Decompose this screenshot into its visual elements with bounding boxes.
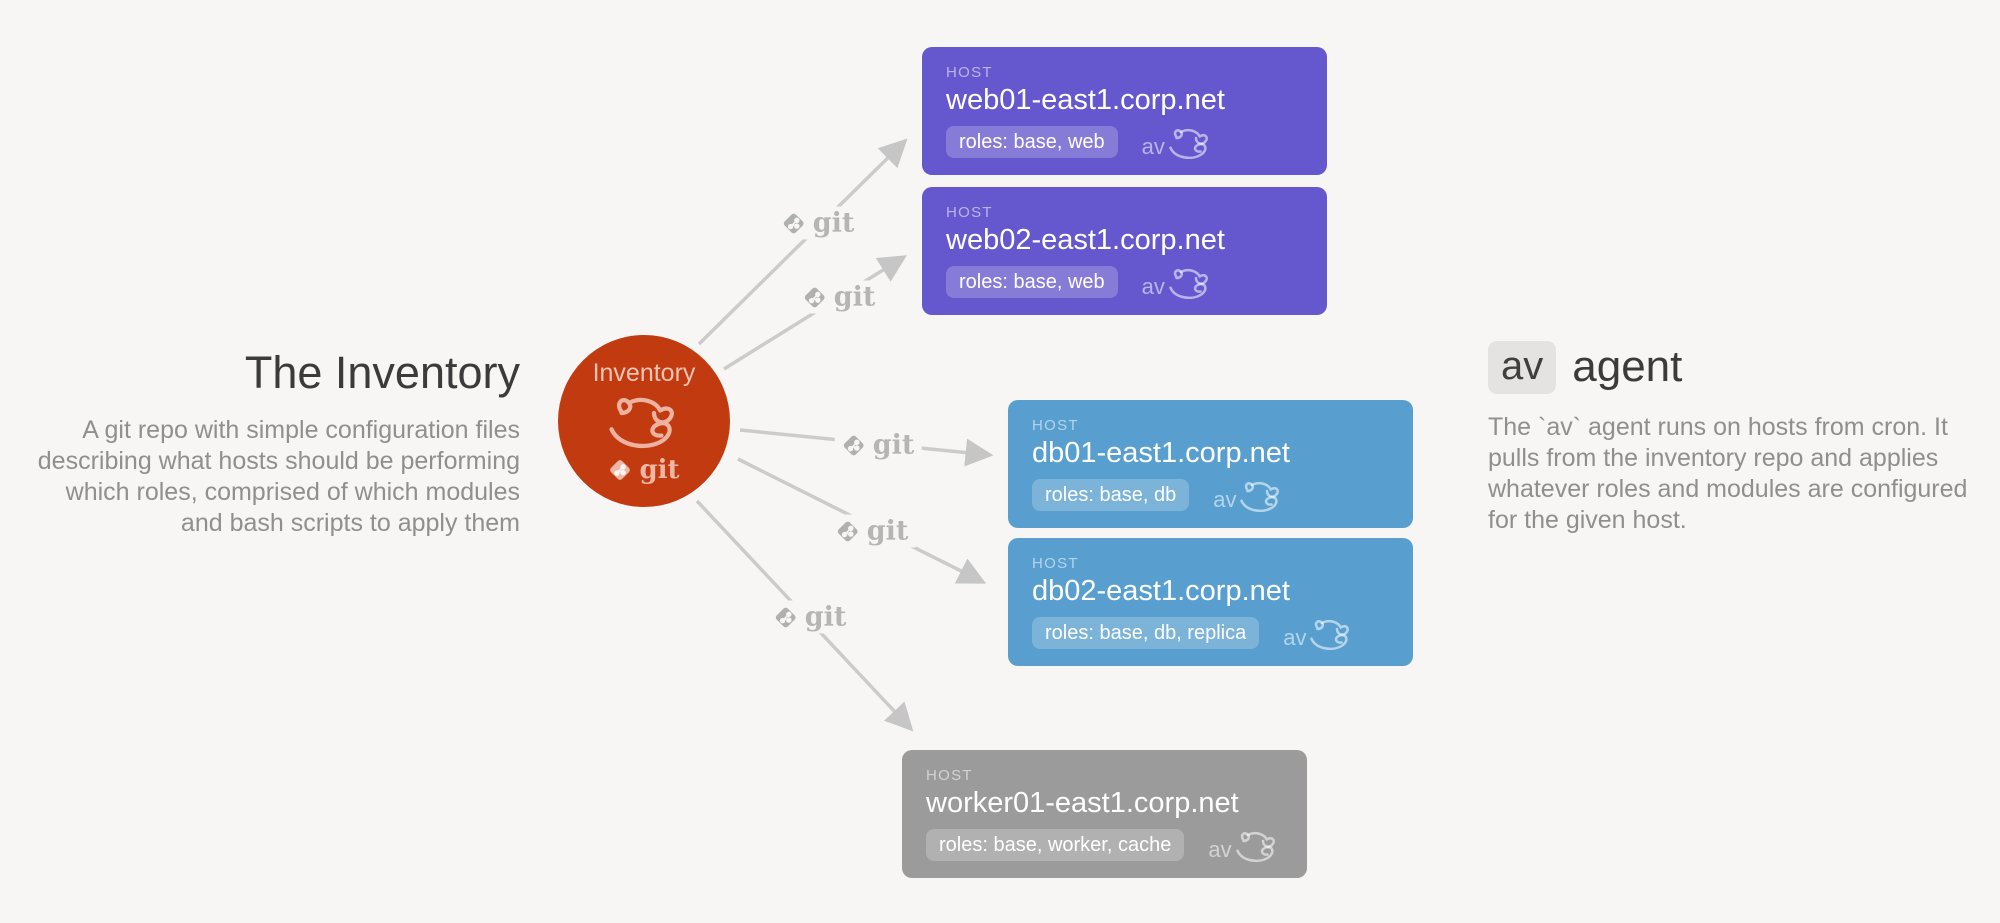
av-agent-label: av <box>1283 624 1307 650</box>
git-edge-chip: git <box>795 280 883 314</box>
git-edge-chip: git <box>834 428 922 462</box>
inventory-node: Inventory git <box>558 335 730 507</box>
av-agent-mark: av <box>1208 829 1280 862</box>
av-agent-label: av <box>1213 486 1237 512</box>
git-diamond-icon <box>773 605 798 629</box>
git-wordmark: git <box>639 455 680 485</box>
swallow-bird-icon <box>1310 619 1350 650</box>
git-diamond-icon <box>608 458 633 482</box>
git-diamond-icon <box>781 211 806 235</box>
git-wordmark: git <box>833 281 876 313</box>
git-edge-chip: git <box>774 206 862 240</box>
inventory-note-title: The Inventory <box>244 347 520 398</box>
host-name: worker01-east1.corp.net <box>926 787 1239 820</box>
host-card-worker01: HOST worker01-east1.corp.net roles: base… <box>902 750 1307 878</box>
agent-note-title: av agent <box>1488 341 1988 394</box>
git-edge-chip: git <box>828 514 916 548</box>
swallow-bird-icon <box>1235 831 1275 862</box>
host-card-web02: HOST web02-east1.corp.net roles: base, w… <box>922 187 1327 315</box>
git-wordmark: git <box>872 429 915 461</box>
av-agent-label: av <box>1208 836 1232 862</box>
git-diamond-icon <box>802 285 827 309</box>
agent-note: av agent The `av` agent runs on hosts fr… <box>1488 341 1988 536</box>
note-line: for the given host. <box>1488 506 1687 534</box>
roles-badge: roles: base, web <box>946 265 1118 298</box>
edge-inventory-to-web01 <box>697 138 908 346</box>
inventory-git-badge: git <box>608 455 680 485</box>
roles-badge: roles: base, db, replica <box>1032 616 1260 649</box>
host-kicker: HOST <box>946 64 993 82</box>
host-kicker: HOST <box>1032 555 1079 573</box>
av-code-chip: av <box>1488 341 1557 394</box>
git-diamond-icon <box>835 519 860 543</box>
note-line: which roles, comprised of which modules <box>65 477 520 506</box>
swallow-bird-icon <box>1169 128 1208 159</box>
inventory-note: The Inventory A git repo with simple con… <box>30 348 520 539</box>
note-line: pulls from the inventory repo and applie… <box>1488 444 1939 472</box>
roles-badge: roles: base, worker, cache <box>926 828 1185 861</box>
host-name: web02-east1.corp.net <box>946 224 1225 257</box>
av-agent-mark: av <box>1213 479 1285 512</box>
roles-badge: roles: base, web <box>946 125 1118 158</box>
roles-badge: roles: base, db <box>1032 478 1190 511</box>
git-edge-chip: git <box>766 600 854 634</box>
note-line: The `av` agent runs on hosts from cron. … <box>1488 413 1948 441</box>
git-wordmark: git <box>804 601 847 633</box>
agent-title-text: agent <box>1572 342 1683 392</box>
host-kicker: HOST <box>946 204 993 222</box>
host-name: db02-east1.corp.net <box>1032 575 1290 608</box>
av-agent-label: av <box>1141 273 1165 299</box>
inventory-label: Inventory <box>592 359 696 387</box>
note-line: describing what hosts should be performi… <box>37 446 520 475</box>
host-card-db01: HOST db01-east1.corp.net roles: base, db… <box>1008 400 1413 528</box>
swallow-bird-icon <box>603 393 685 453</box>
swallow-bird-icon <box>1240 481 1280 512</box>
note-line: whatever roles and modules are configure… <box>1488 475 1968 503</box>
git-wordmark: git <box>812 207 855 239</box>
note-line: A git repo with simple configuration fil… <box>82 415 520 444</box>
host-name: db01-east1.corp.net <box>1032 437 1290 470</box>
host-card-db02: HOST db02-east1.corp.net roles: base, db… <box>1008 538 1413 666</box>
host-name: web01-east1.corp.net <box>946 84 1225 117</box>
av-agent-label: av <box>1141 133 1165 159</box>
host-kicker: HOST <box>926 767 973 785</box>
host-card-web01: HOST web01-east1.corp.net roles: base, w… <box>922 47 1327 175</box>
swallow-bird-icon <box>1169 268 1208 299</box>
av-agent-mark: av <box>1141 266 1214 299</box>
note-line: and bash scripts to apply them <box>180 508 520 537</box>
av-agent-mark: av <box>1283 617 1355 650</box>
av-agent-mark: av <box>1141 126 1214 159</box>
git-wordmark: git <box>866 515 909 547</box>
git-diamond-icon <box>841 433 866 457</box>
host-kicker: HOST <box>1032 417 1079 435</box>
